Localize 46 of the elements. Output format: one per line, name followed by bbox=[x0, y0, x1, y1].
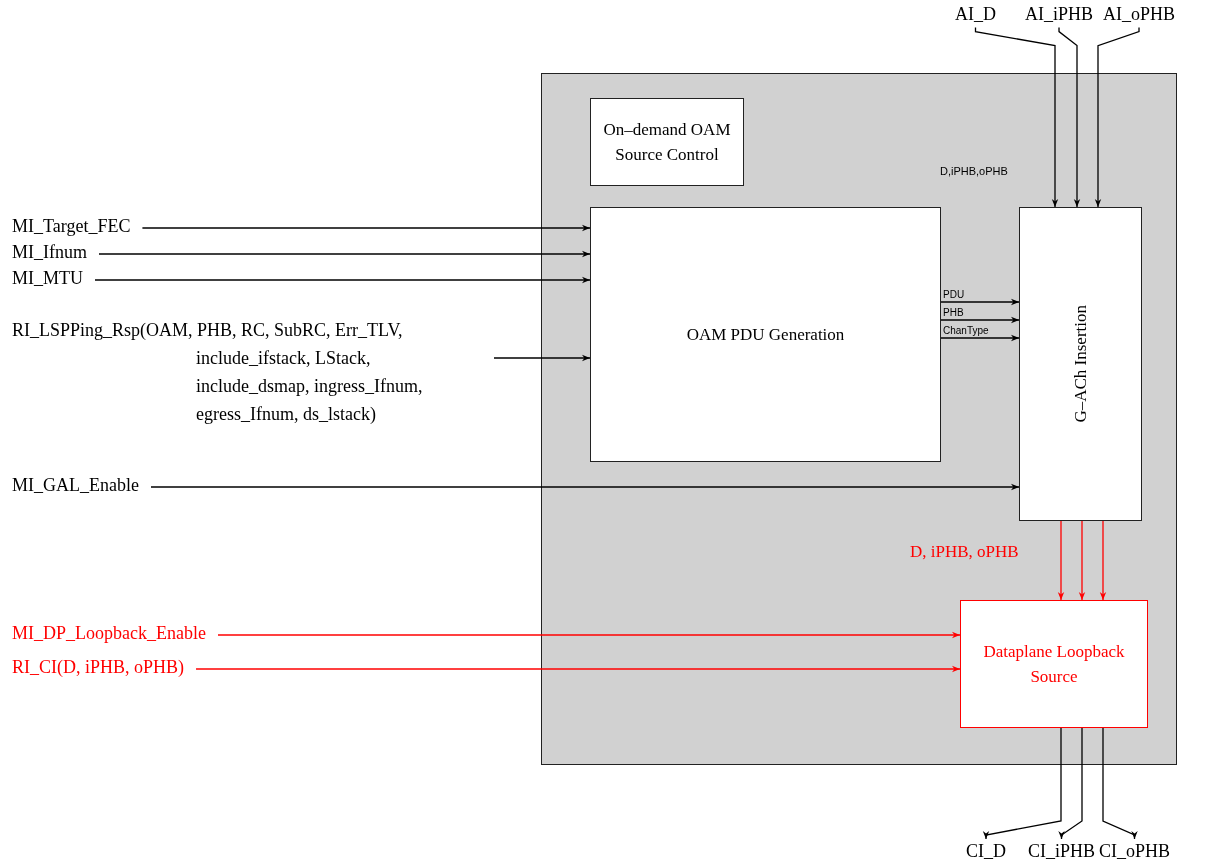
signal-label: MI_Ifnum bbox=[12, 242, 87, 264]
signal-label: CI_iPHB bbox=[1028, 841, 1096, 863]
arrow bbox=[98, 250, 591, 258]
process-box bbox=[1019, 207, 1142, 521]
signal-label: MI_Target_FEC bbox=[12, 216, 131, 238]
arrow bbox=[982, 727, 1062, 840]
block-panel bbox=[541, 73, 1177, 765]
signal-label: RI_CI(D, iPHB, oPHB) bbox=[12, 657, 185, 679]
arrow bbox=[493, 354, 591, 362]
arrow bbox=[940, 298, 1020, 306]
arrow bbox=[150, 483, 1020, 491]
process-box bbox=[590, 207, 941, 462]
box-label: G–ACh Insertion bbox=[1069, 305, 1091, 423]
signal-label: RI_LSPPing_Rsp(OAM, PHB, RC, SubRC, Err_TLV, include_ifstack, LStack, include_dsmap, ingress_Ifnum, egress_Ifnum, ds_lstack) bbox=[12, 316, 482, 428]
signal-label: MI_GAL_Enable bbox=[12, 475, 139, 497]
signal-label: D,iPHB,oPHB bbox=[940, 165, 1008, 177]
signal-label: AI_oPHB bbox=[1103, 4, 1175, 26]
process-box bbox=[960, 600, 1148, 728]
edge-label: PHB bbox=[943, 307, 964, 319]
process-box bbox=[590, 98, 744, 186]
arrow bbox=[1058, 727, 1083, 840]
signal-label: MI_MTU bbox=[12, 268, 83, 290]
arrow bbox=[1094, 26, 1140, 208]
signal-label: AI_iPHB bbox=[1025, 4, 1093, 26]
arrow bbox=[195, 665, 961, 673]
box-label: On–demand OAM Source Control bbox=[602, 118, 732, 166]
signal-label: D, iPHB, oPHB bbox=[910, 542, 1019, 562]
signal-label: MI_DP_Loopback_Enable bbox=[12, 623, 206, 645]
arrow bbox=[1102, 727, 1138, 840]
arrow bbox=[1099, 520, 1107, 601]
arrow bbox=[1078, 520, 1086, 601]
arrow bbox=[94, 276, 591, 284]
arrow bbox=[974, 26, 1059, 208]
signal-label: AI_D bbox=[955, 4, 996, 26]
arrow bbox=[1058, 26, 1081, 208]
signal-label: CI_oPHB bbox=[1099, 841, 1170, 863]
edge-label: ChanType bbox=[943, 325, 989, 337]
arrow bbox=[141, 224, 591, 232]
signal-label: CI_D bbox=[966, 841, 1006, 863]
edge-label: PDU bbox=[943, 289, 965, 301]
arrow bbox=[940, 316, 1020, 324]
arrow bbox=[1057, 520, 1065, 601]
box-label: Dataplane Loopback Source bbox=[982, 640, 1126, 688]
arrow bbox=[217, 631, 961, 639]
arrow bbox=[940, 334, 1020, 342]
box-label: OAM PDU Generation bbox=[686, 323, 845, 346]
